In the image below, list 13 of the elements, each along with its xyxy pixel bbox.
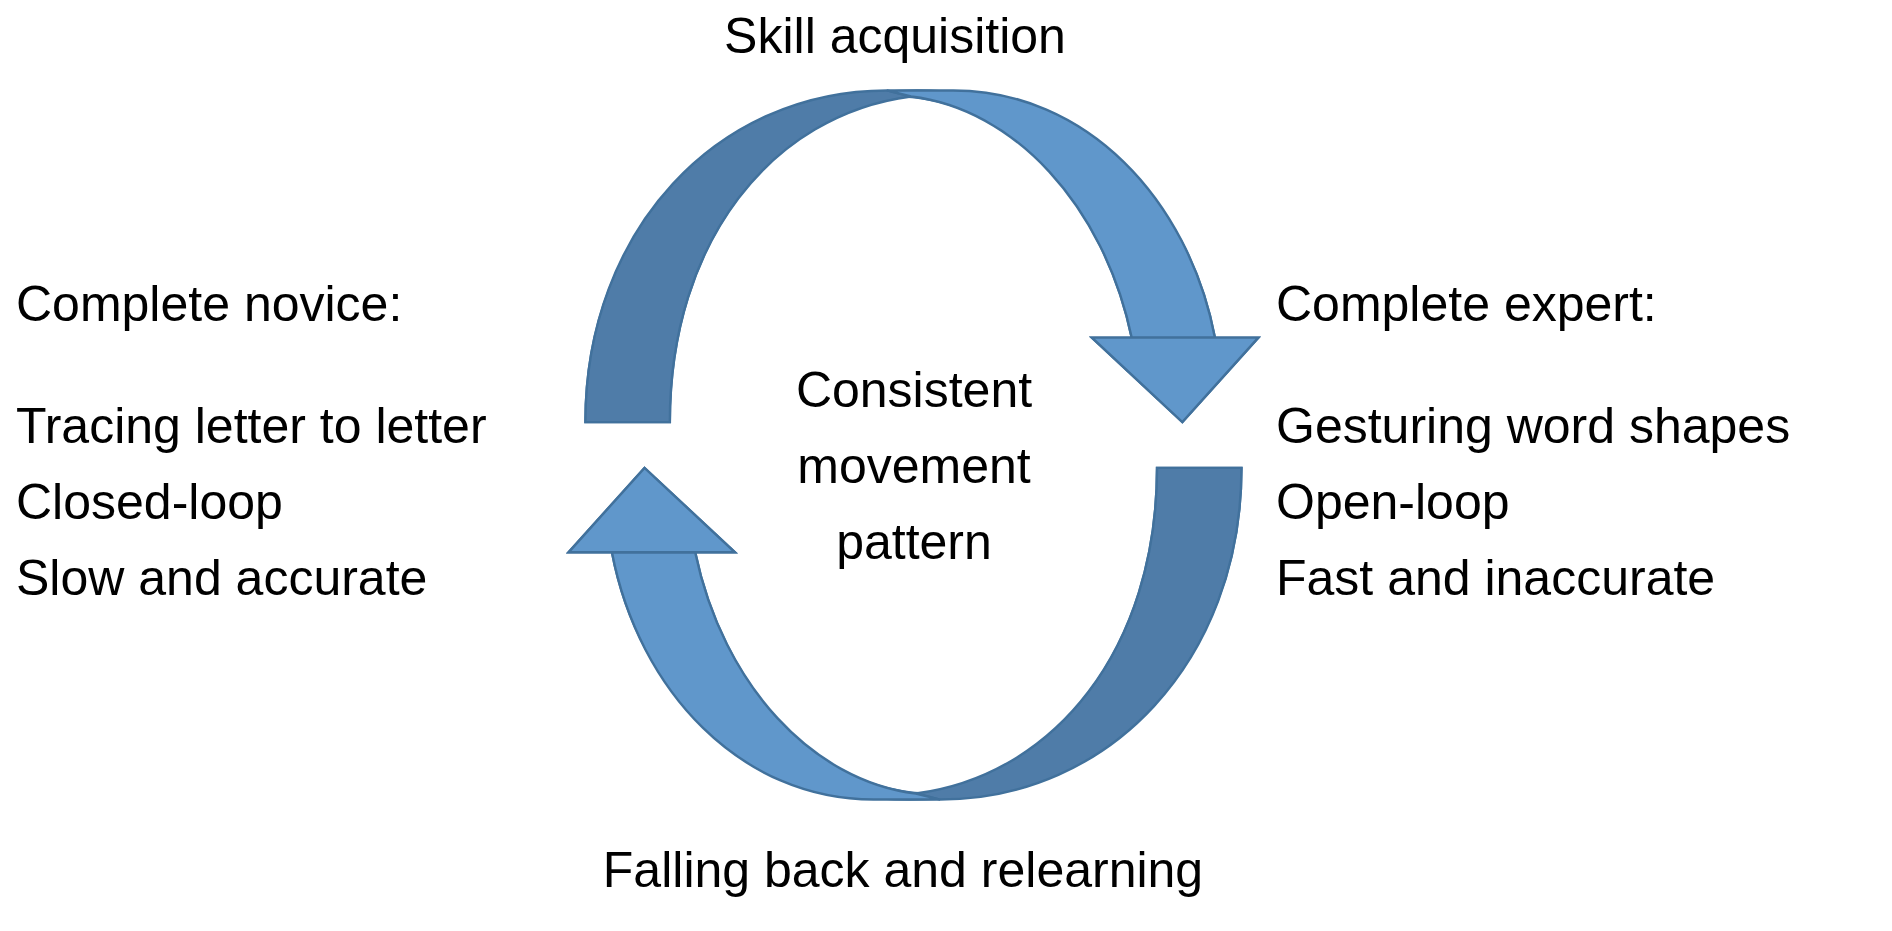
center-label: Consistent movement pattern [794,361,1034,572]
heading-text: Complete expert: [1276,275,1657,334]
list-item-text: Open-loop [1276,473,1510,532]
heading-text: Complete novice: [16,275,403,334]
curved-block-arrow [584,89,1262,424]
list-item-text: Closed-loop [16,473,283,532]
edge-label: Falling back and relearning [602,841,1204,900]
curved-block-arrow [565,466,1243,801]
edge-label: Skill acquisition [724,7,1066,66]
list-item-text: Gesturing word shapes [1276,397,1791,456]
list-item-text: Fast and inaccurate [1276,549,1716,608]
list-item-text: Slow and accurate [16,549,428,608]
list-item-text: Tracing letter to letter [16,397,487,456]
